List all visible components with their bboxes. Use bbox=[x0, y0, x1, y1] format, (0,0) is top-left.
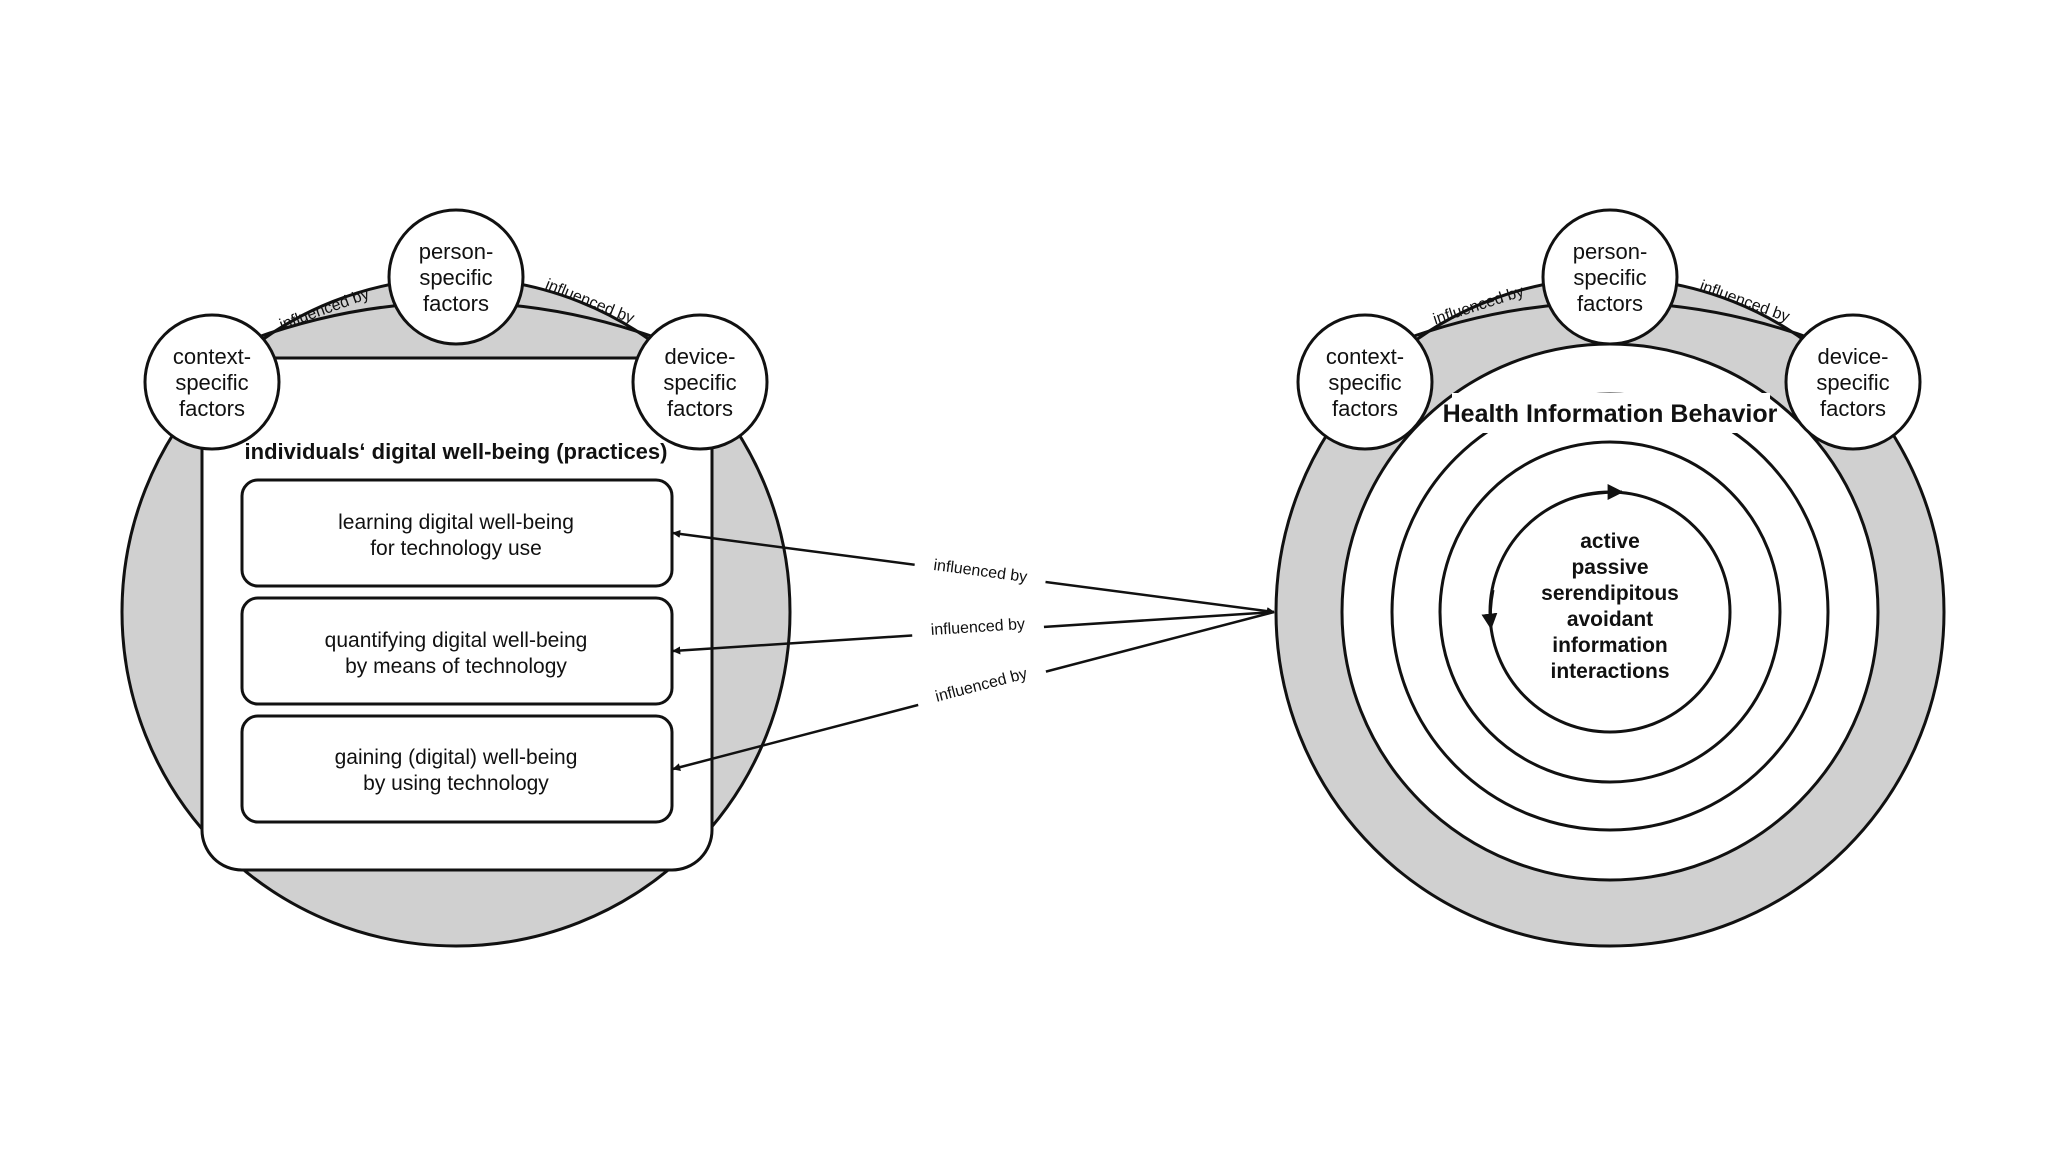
connection-label-3: influenced by bbox=[934, 665, 1030, 705]
svg-text:interactions: interactions bbox=[1550, 660, 1669, 683]
svg-text:for technology use: for technology use bbox=[370, 537, 542, 560]
left-factor-device: device- specific factors bbox=[631, 313, 769, 451]
cycle-arrow-left bbox=[1481, 589, 1498, 630]
svg-text:context-: context- bbox=[173, 344, 251, 369]
svg-text:avoidant: avoidant bbox=[1567, 608, 1653, 631]
svg-text:passive: passive bbox=[1571, 556, 1648, 579]
right-factor-device: device- specific factors bbox=[1784, 313, 1922, 451]
svg-text:person-: person- bbox=[1573, 239, 1648, 264]
right-title: Health Information Behavior bbox=[1443, 400, 1778, 428]
svg-text:by means of technology: by means of technology bbox=[345, 655, 567, 678]
right-core-labels: active passive serendipitous avoidant in… bbox=[1541, 530, 1679, 683]
left-box-quantifying: quantifying digital well-being by means … bbox=[240, 596, 674, 706]
svg-text:by using technology: by using technology bbox=[363, 772, 549, 795]
svg-text:person-: person- bbox=[419, 239, 494, 264]
svg-text:device-: device- bbox=[1818, 344, 1889, 369]
svg-text:specific: specific bbox=[1573, 265, 1646, 290]
svg-text:factors: factors bbox=[1820, 396, 1886, 421]
left-factor-context: context- specific factors bbox=[143, 313, 281, 451]
svg-text:specific: specific bbox=[1328, 370, 1401, 395]
svg-text:specific: specific bbox=[175, 370, 248, 395]
svg-text:factors: factors bbox=[1577, 291, 1643, 316]
svg-text:factors: factors bbox=[179, 396, 245, 421]
left-group: individuals‘ digital well-being (practic… bbox=[120, 208, 792, 948]
svg-text:specific: specific bbox=[663, 370, 736, 395]
left-panel-title: individuals‘ digital well-being (practic… bbox=[245, 439, 668, 464]
right-factor-context: context- specific factors bbox=[1296, 313, 1434, 451]
svg-text:context-: context- bbox=[1326, 344, 1404, 369]
svg-text:learning digital well-being: learning digital well-being bbox=[338, 511, 574, 534]
svg-text:specific: specific bbox=[1816, 370, 1889, 395]
right-group: Health Information Behavior active passi… bbox=[1274, 208, 1946, 948]
svg-text:active: active bbox=[1580, 530, 1640, 553]
svg-text:information: information bbox=[1552, 634, 1668, 657]
connection-label-2: influenced by bbox=[930, 616, 1025, 639]
svg-text:device-: device- bbox=[665, 344, 736, 369]
connections: influenced by influenced by influenced b… bbox=[672, 529, 1275, 772]
right-factor-person: person- specific factors bbox=[1541, 208, 1679, 346]
left-factor-person: person- specific factors bbox=[387, 208, 525, 346]
right-title-backdrop bbox=[1452, 393, 1770, 433]
left-box-gaining: gaining (digital) well-being by using te… bbox=[240, 714, 674, 824]
svg-text:gaining (digital) well-being: gaining (digital) well-being bbox=[335, 746, 578, 769]
svg-text:factors: factors bbox=[1332, 396, 1398, 421]
svg-text:specific: specific bbox=[419, 265, 492, 290]
left-box-learning: learning digital well-being for technolo… bbox=[240, 478, 674, 588]
cycle-arrow-top bbox=[1569, 484, 1624, 501]
svg-text:factors: factors bbox=[423, 291, 489, 316]
svg-text:factors: factors bbox=[667, 396, 733, 421]
svg-text:quantifying digital well-being: quantifying digital well-being bbox=[325, 629, 588, 652]
svg-text:serendipitous: serendipitous bbox=[1541, 582, 1679, 605]
